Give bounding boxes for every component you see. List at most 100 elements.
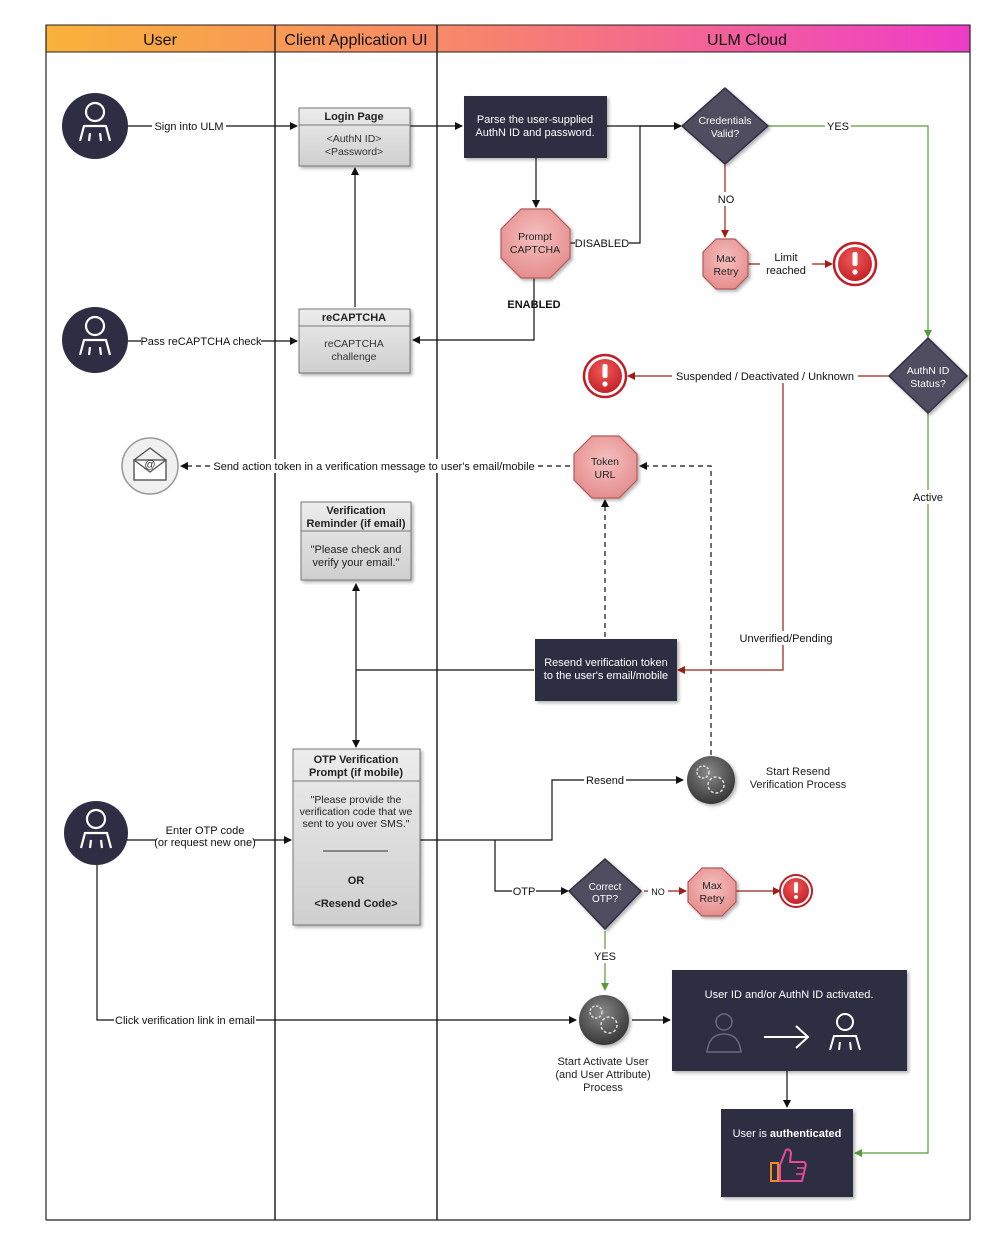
parse-line-2: AuthN ID and password. xyxy=(475,127,594,139)
alert-icon xyxy=(779,874,813,908)
edge-status-unverified xyxy=(677,376,784,674)
recaptcha-title: reCAPTCHA xyxy=(322,312,386,324)
gear-icon xyxy=(687,756,735,804)
label-enabled: ENABLED xyxy=(507,299,560,311)
label-limit-2: reached xyxy=(766,265,806,277)
label-unverified: Unverified/Pending xyxy=(740,633,833,645)
edge-click-link xyxy=(96,862,577,1024)
token-line-1: Token xyxy=(591,456,619,468)
captcha-line-2: CAPTCHA xyxy=(510,244,560,256)
label-yes-2: YES xyxy=(594,951,616,963)
lane-user-header: User xyxy=(143,32,177,49)
reminder-title-1: Verification xyxy=(326,505,386,517)
authn-status-line-1: AuthN ID xyxy=(907,365,950,377)
label-enter-otp-1: Enter OTP code xyxy=(166,825,245,837)
alert-icon xyxy=(582,353,628,399)
credentials-line-2: Valid? xyxy=(711,128,740,140)
label-sign-in: Sign into ULM xyxy=(154,121,223,133)
active-user-icon xyxy=(829,1013,861,1051)
max-retry-otp-step xyxy=(687,867,737,917)
label-limit-1: Limit xyxy=(774,252,797,264)
reminder-line-2: verify your email." xyxy=(312,557,399,569)
login-password: <Password> xyxy=(325,146,383,158)
otp-title-2: Prompt (if mobile) xyxy=(309,767,403,779)
otp-resend-code: <Resend Code> xyxy=(314,898,397,910)
correct-otp-line-2: OTP? xyxy=(592,894,619,905)
arrow-right-icon xyxy=(764,1025,810,1049)
correct-otp-decision xyxy=(567,857,643,931)
thumbs-up-icon xyxy=(770,1148,807,1182)
max-retry-line-2: Retry xyxy=(713,266,739,278)
edge-resend xyxy=(420,776,684,841)
authenticated-box xyxy=(721,1109,853,1197)
avatar-user-1 xyxy=(62,93,128,159)
otp-title-1: OTP Verification xyxy=(314,754,399,766)
login-page-box xyxy=(298,107,411,167)
label-no: NO xyxy=(718,194,735,206)
prompt-captcha-step xyxy=(500,208,571,279)
label-yes: YES xyxy=(827,121,849,133)
gear-icon xyxy=(579,995,629,1045)
alert-icon xyxy=(832,241,878,287)
inactive-user-icon xyxy=(706,1013,742,1053)
credentials-valid-decision xyxy=(680,86,770,166)
correct-otp-line-1: Correct xyxy=(589,882,622,893)
login-page-title: Login Page xyxy=(324,111,383,123)
verification-reminder-box xyxy=(300,501,412,581)
max-retry2-line-1: Max xyxy=(702,880,723,892)
edge-resend-reminder xyxy=(352,583,534,671)
max-retry2-line-2: Retry xyxy=(699,893,725,905)
label-enter-otp-2: (or request new one) xyxy=(154,837,256,849)
edge-credentials-yes xyxy=(768,125,932,338)
activated-box xyxy=(672,970,907,1071)
otp-line-3: sent to you over SMS." xyxy=(302,818,409,830)
reminder-title-2: Reminder (if email) xyxy=(306,518,405,530)
edge-start-resend-token xyxy=(639,462,712,755)
edge-status-active xyxy=(854,413,929,1157)
captcha-line-1: Prompt xyxy=(518,231,552,243)
email-icon: @ xyxy=(121,437,179,495)
lane-client-header: Client Application UI xyxy=(284,32,427,49)
label-active: Active xyxy=(913,492,943,504)
parse-line-1: Parse the user-supplied xyxy=(477,114,593,126)
token-line-2: URL xyxy=(594,469,615,481)
max-retry-step xyxy=(702,238,749,290)
avatar-user-3 xyxy=(64,801,128,865)
label-disabled: DISABLED xyxy=(575,238,629,250)
credentials-line-1: Credentials xyxy=(698,115,751,127)
label-otp: OTP xyxy=(513,886,536,898)
edge-otp xyxy=(494,840,569,895)
label-send-token: Send action token in a verification mess… xyxy=(213,461,534,473)
login-authn-id: <AuthN ID> xyxy=(327,133,382,145)
lane-cloud-header: ULM Cloud xyxy=(707,32,787,49)
avatar-user-2 xyxy=(62,307,128,373)
resend-token-box xyxy=(535,639,677,701)
start-resend-line-2: Verification Process xyxy=(750,779,847,791)
resend-token-line-2: to the user's email/mobile xyxy=(544,670,668,682)
recaptcha-line-1: reCAPTCHA xyxy=(324,338,384,350)
start-activate-line-3: Process xyxy=(583,1082,623,1094)
authenticated-text: User is authenticated xyxy=(733,1128,842,1140)
otp-prompt-box xyxy=(292,748,421,926)
label-pass-recaptcha: Pass reCAPTCHA check xyxy=(140,336,262,348)
parse-credentials-box xyxy=(464,96,607,158)
activated-title: User ID and/or AuthN ID activated. xyxy=(705,989,874,1001)
start-resend-line-1: Start Resend xyxy=(766,766,830,778)
label-resend: Resend xyxy=(586,775,624,787)
swimlanes: User Client Application UI ULM Cloud xyxy=(45,24,971,1221)
reminder-line-1: "Please check and xyxy=(311,544,402,556)
label-suspended: Suspended / Deactivated / Unknown xyxy=(676,371,854,383)
otp-line-1: "Please provide the xyxy=(311,794,402,806)
authn-status-decision xyxy=(887,336,969,415)
token-url-step xyxy=(573,435,638,499)
start-activate-line-2: (and User Attribute) xyxy=(555,1069,650,1081)
edge-captcha-enabled xyxy=(412,278,535,344)
max-retry-line-1: Max xyxy=(716,253,737,265)
svg-text:@: @ xyxy=(144,459,155,471)
label-no-2: NO xyxy=(651,887,665,897)
start-activate-line-1: Start Activate User xyxy=(557,1056,648,1068)
authn-status-line-2: Status? xyxy=(910,378,946,390)
recaptcha-line-2: challenge xyxy=(332,351,377,363)
otp-line-2: verification code that we xyxy=(300,806,413,818)
